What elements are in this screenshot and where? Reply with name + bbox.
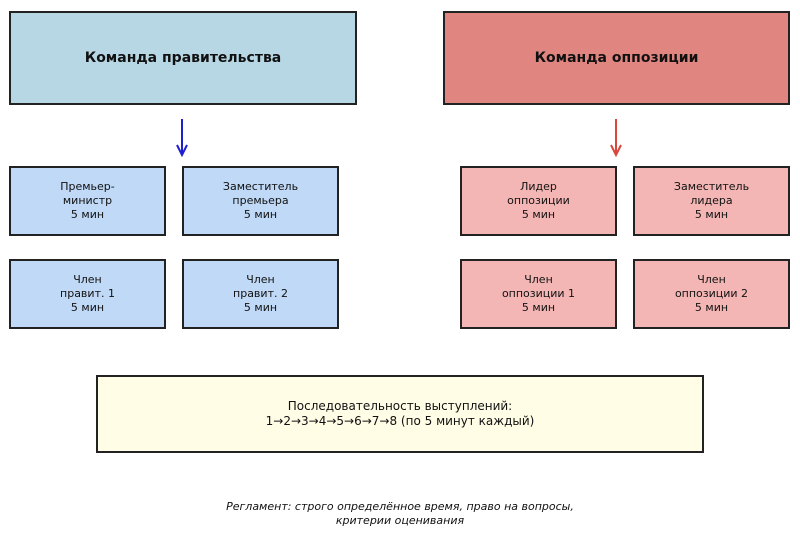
opposition-leader-box: Лидер оппозиции 5 мин — [460, 166, 617, 236]
deputy-leader-box: Заместитель лидера 5 мин — [633, 166, 790, 236]
prime-minister-box: Премьер- министр 5 мин — [9, 166, 166, 236]
opposition-member-2-box: Член оппозиции 2 5 мин — [633, 259, 790, 329]
government-member-2-box: Член правит. 2 5 мин — [182, 259, 339, 329]
deputy-prime-minister-box: Заместитель премьера 5 мин — [182, 166, 339, 236]
opposition-member-1-box: Член оппозиции 1 5 мин — [460, 259, 617, 329]
government-team-header: Команда правительства — [9, 11, 357, 105]
opposition-arrow-icon — [610, 119, 622, 157]
government-member-1-box: Член правит. 1 5 мин — [9, 259, 166, 329]
opposition-team-header: Команда оппозиции — [443, 11, 790, 105]
rules-footnote: Регламент: строго определённое время, пр… — [226, 500, 574, 527]
speech-sequence-box: Последовательность выступлений: 1→2→3→4→… — [96, 375, 704, 453]
government-arrow-icon — [176, 119, 188, 157]
